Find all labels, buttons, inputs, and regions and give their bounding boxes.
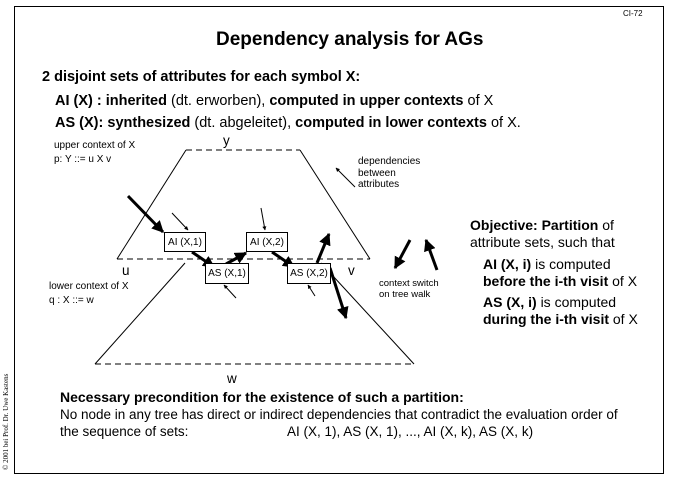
lower-right-edge [320, 262, 415, 365]
visit-arrow-as1-ai2 [225, 251, 248, 266]
box-ai-x2: AI (X,2) [246, 232, 288, 252]
dep-arrow-label-pointer [335, 167, 356, 188]
objective-as-during: during the i-th visit of X [483, 312, 638, 326]
copyright-notice: © 2001 bei Prof. Dr. Uwe Kastens [2, 373, 10, 470]
box-as-x2: AS (X,2) [287, 263, 331, 284]
context-switch-label: context switch on tree walk [379, 278, 439, 301]
page-title: Dependency analysis for AGs [216, 29, 484, 50]
objective-as-line: AS (X, i) is computed [483, 295, 616, 309]
upper-left-edge [116, 149, 187, 260]
as-name: AS (X): [55, 115, 104, 131]
objective-ai-before: before the i-th visit of X [483, 274, 637, 288]
objective-before-tail: of X [612, 273, 638, 289]
ai-kind: inherited [105, 93, 167, 109]
dependencies-line-2: between [358, 167, 396, 179]
objective-ai-tail: is computed [535, 256, 611, 272]
objective-as-tail: is computed [540, 294, 617, 310]
dependencies-label: dependencies between attributes [358, 156, 420, 191]
precondition-line-2a: the sequence of sets: [60, 424, 189, 439]
precondition-line-2b: AI (X, 1), AS (X, 1), ..., AI (X, k), AS… [287, 424, 534, 439]
dep-arrow-into-as2 [307, 284, 316, 297]
ai-tail: of X [467, 93, 494, 109]
slide-id: CI-72 [623, 9, 643, 18]
precondition-heading: Necessary precondition for the existence… [60, 389, 464, 405]
context-switch-line-2: on tree walk [379, 288, 431, 300]
objective-ai-term: AI (X, i) [483, 256, 532, 272]
as-kind: synthesized [107, 115, 191, 131]
objective-during-visit: during the i-th visit [483, 311, 609, 327]
context-switch-up-arrow [424, 238, 439, 271]
upper-context-label: upper context of X [54, 140, 136, 151]
box-as-x1: AS (X,1) [205, 263, 249, 284]
as-where: computed in lower contexts [295, 115, 487, 131]
symbol-w: w [227, 371, 237, 386]
objective-line-2: attribute sets, such that [470, 234, 615, 250]
ai-name: AI (X) : [55, 93, 102, 109]
objective-line-1-tail: of [602, 217, 614, 233]
upper-production: p: Y ::= u X v [54, 154, 112, 165]
as-note: (dt. abgeleitet), [194, 115, 292, 131]
symbol-u: u [122, 263, 130, 278]
dep-arrow-into-as1 [223, 284, 237, 299]
as-tail: of X. [490, 115, 521, 131]
context-switch-line-1: context switch [379, 278, 439, 289]
as-definition: AS (X): synthesized (dt. abgeleitet), co… [55, 116, 521, 131]
intro-text: 2 disjoint sets of attributes for each s… [42, 69, 361, 85]
context-switch-down-arrow [393, 239, 412, 270]
dependencies-line-1: dependencies [358, 156, 421, 167]
objective-before-visit: before the i-th visit [483, 273, 609, 289]
lower-exit-arrow [328, 267, 349, 320]
dep-arrow-into-ai1 [171, 212, 189, 231]
symbol-y: y [223, 133, 230, 148]
upper-entry-arrow [126, 194, 165, 234]
lower-left-edge [94, 262, 186, 365]
upper-right-edge [299, 149, 371, 260]
box-ai-x1: AI (X,1) [164, 232, 206, 252]
precondition-line-1: No node in any tree has direct or indire… [60, 407, 618, 422]
ai-where: computed in upper contexts [269, 93, 464, 109]
objective-heading: Objective: Partition [470, 217, 599, 233]
lower-context-label: lower context of X [49, 281, 129, 292]
objective-ai-line: AI (X, i) is computed [483, 257, 611, 271]
lower-production: q : X ::= w [49, 295, 94, 306]
visit-arrow-as2-up [315, 232, 331, 264]
ai-definition: AI (X) : inherited (dt. erworben), compu… [55, 94, 493, 109]
objective-during-tail: of X [612, 311, 638, 327]
objective-line-1: Objective: Partition of [470, 218, 614, 232]
ai-note: (dt. erworben), [171, 93, 266, 109]
slide-frame [14, 6, 664, 474]
dep-arrow-into-ai2 [260, 207, 267, 231]
dependencies-line-3: attributes [358, 179, 400, 190]
objective-as-term: AS (X, i) [483, 294, 537, 310]
symbol-v: v [348, 263, 355, 278]
